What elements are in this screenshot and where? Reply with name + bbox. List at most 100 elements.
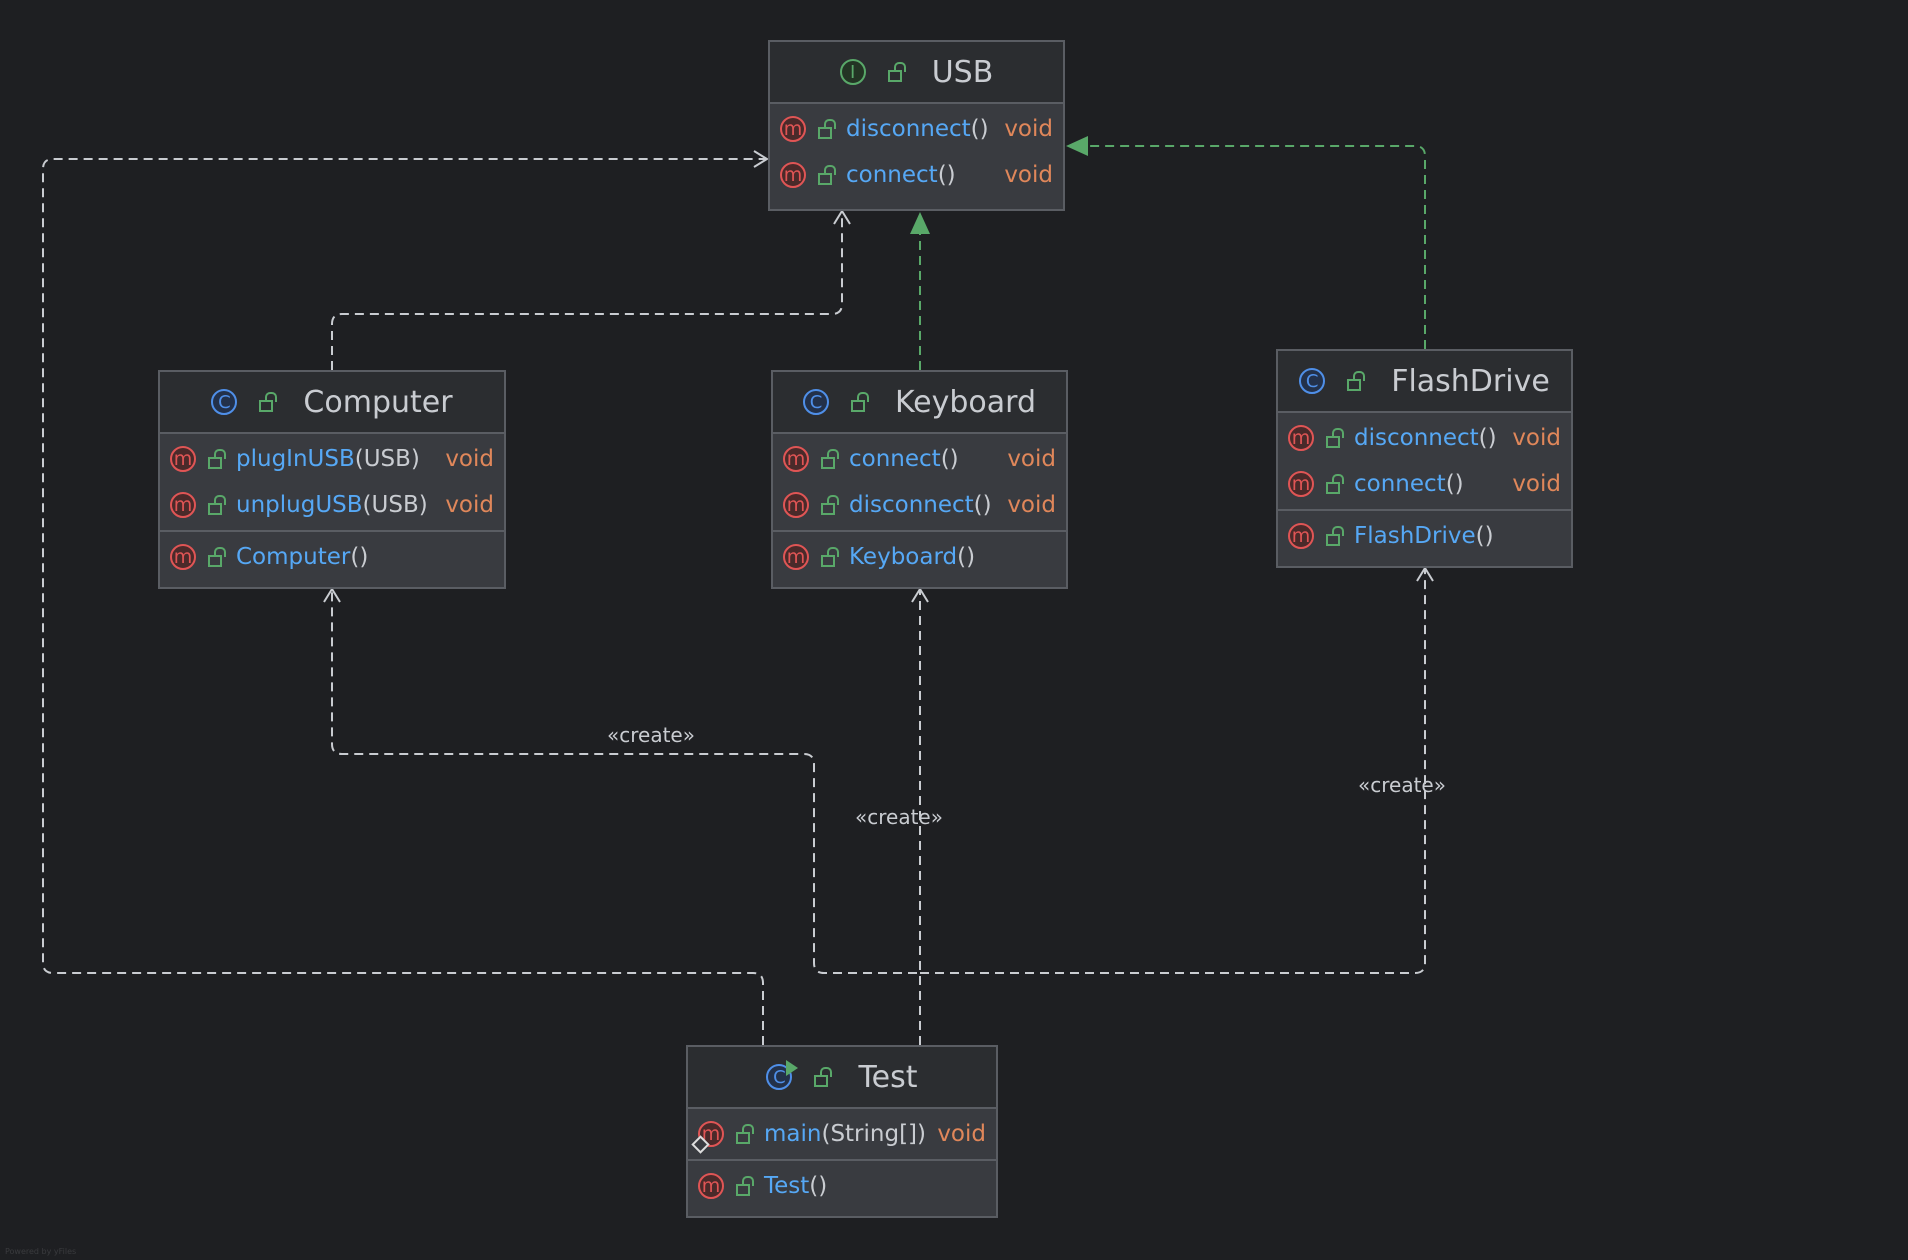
interface-icon: I <box>839 59 866 85</box>
edge-flashdrive-implements-usb <box>1085 145 1426 349</box>
open-arrowhead <box>753 150 769 168</box>
method-icon: m <box>170 446 196 472</box>
open-arrowhead <box>1416 566 1434 582</box>
class-icon: C <box>1299 368 1326 394</box>
method-name: disconnect <box>1354 425 1479 451</box>
method-params: (USB) <box>354 446 420 472</box>
public-lock-icon <box>887 62 906 82</box>
return-type: void <box>1004 162 1053 188</box>
return-type: void <box>445 492 494 518</box>
method-name: FlashDrive <box>1354 523 1476 549</box>
method-name: connect <box>849 446 941 472</box>
method-name: disconnect <box>846 116 971 142</box>
method-icon: m <box>1288 425 1314 451</box>
run-triangle-icon <box>786 1060 799 1076</box>
public-lock-icon <box>208 449 226 469</box>
footer-watermark: Powered by yFiles <box>5 1247 77 1256</box>
runnable-class-icon: C <box>766 1060 799 1090</box>
edge-test-uses-usb <box>42 158 766 1045</box>
class-name: Test <box>858 1059 918 1095</box>
public-lock-icon <box>821 495 839 515</box>
method-params: () <box>1445 471 1464 497</box>
public-lock-icon <box>1326 474 1344 494</box>
method-row[interactable]: m main(String[]) void <box>688 1111 996 1157</box>
method-icon: m <box>780 116 806 142</box>
open-arrowhead <box>833 209 851 225</box>
method-params: (USB) <box>362 492 428 518</box>
public-lock-icon <box>821 449 839 469</box>
method-params: () <box>970 116 989 142</box>
method-icon: m <box>783 492 809 518</box>
return-type: void <box>445 446 494 472</box>
method-icon: m <box>170 492 196 518</box>
method-row[interactable]: m disconnect() void <box>770 106 1063 152</box>
method-name: connect <box>846 162 938 188</box>
class-icon: C <box>211 389 238 415</box>
method-row[interactable]: m connect() void <box>770 152 1063 198</box>
public-lock-icon <box>259 392 278 412</box>
method-icon: m <box>783 446 809 472</box>
return-type: void <box>937 1121 986 1147</box>
method-name: Keyboard <box>849 544 958 570</box>
public-lock-icon <box>1326 428 1344 448</box>
method-name: main <box>764 1121 822 1147</box>
method-icon: m <box>170 544 196 570</box>
return-type: void <box>1512 425 1561 451</box>
method-params: () <box>1478 425 1497 451</box>
method-icon: m <box>1288 523 1314 549</box>
method-row[interactable]: m disconnect() void <box>1278 415 1571 461</box>
method-params: () <box>350 544 369 570</box>
public-lock-icon <box>736 1176 754 1196</box>
class-name: USB <box>931 54 994 90</box>
public-lock-icon <box>208 547 226 567</box>
static-diamond-icon <box>691 1135 710 1154</box>
open-arrowhead <box>323 587 341 603</box>
method-icon: m <box>1288 471 1314 497</box>
method-icon: m <box>783 544 809 570</box>
class-name: Computer <box>303 384 453 420</box>
method-icon: m <box>780 162 806 188</box>
edge-test-creates-flashdrive <box>920 569 1426 974</box>
method-row[interactable]: m Computer() <box>160 534 504 580</box>
method-params: (String[]) <box>821 1121 927 1147</box>
filled-arrowhead <box>910 212 930 234</box>
public-lock-icon <box>1347 371 1366 391</box>
method-params: () <box>809 1173 828 1199</box>
method-name: Test <box>764 1173 810 1199</box>
method-params: () <box>973 492 992 518</box>
class-header: C Computer <box>160 372 504 434</box>
class-icon: C <box>802 389 829 415</box>
return-type: void <box>1004 116 1053 142</box>
public-lock-icon <box>850 392 869 412</box>
class-name: Keyboard <box>894 384 1037 420</box>
return-type: void <box>1512 471 1561 497</box>
method-icon: m <box>691 1121 724 1154</box>
return-type: void <box>1007 492 1056 518</box>
method-name: Computer <box>236 544 351 570</box>
edge-test-creates-computer <box>331 590 921 1045</box>
class-header: C Test <box>688 1047 996 1109</box>
class-header: I USB <box>770 42 1063 104</box>
method-params: () <box>937 162 956 188</box>
